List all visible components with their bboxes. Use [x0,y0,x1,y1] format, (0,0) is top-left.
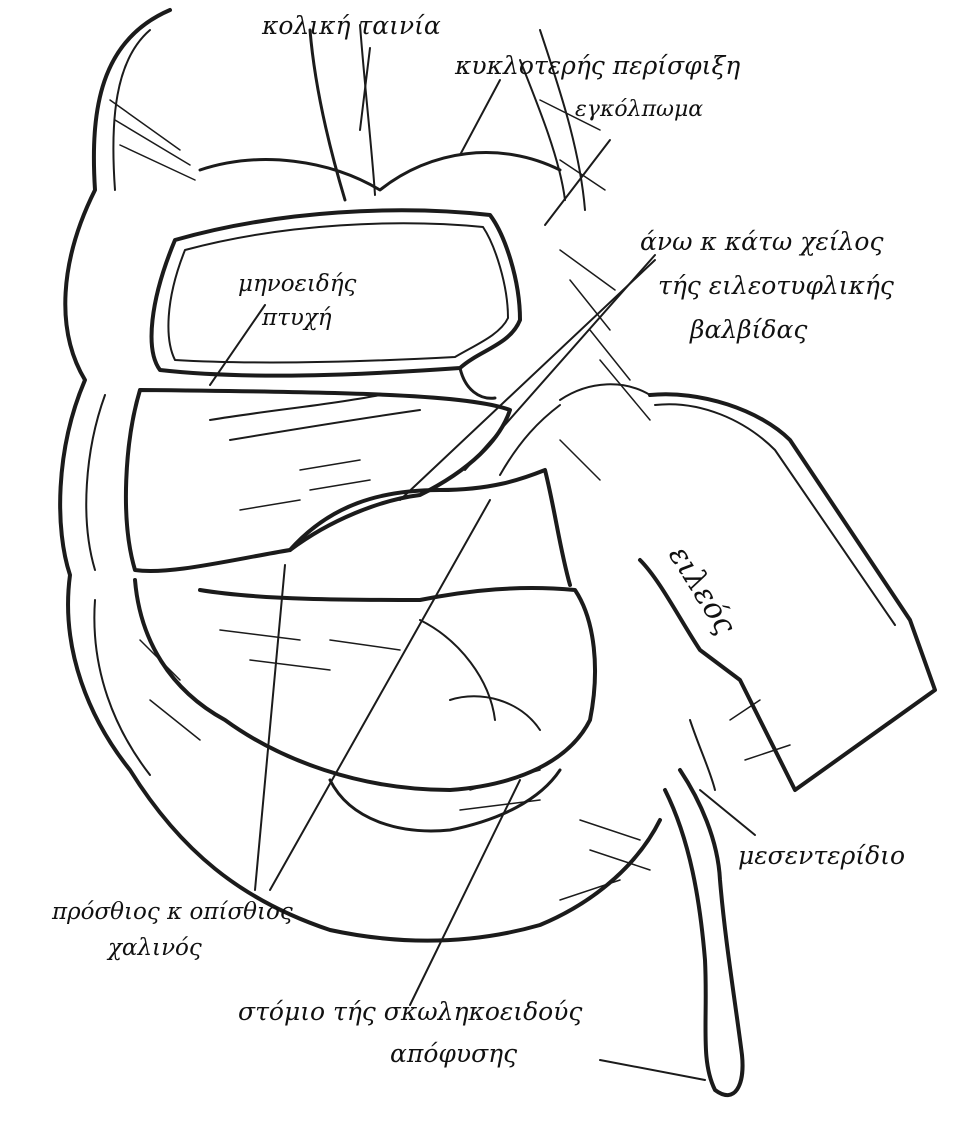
ileocecal-valve [290,470,570,585]
label-stomio-line1: στόμιο τής σκωληκοειδούς [238,998,582,1026]
leader-apofysis [600,1060,705,1080]
leader-chalinos-2 [270,500,490,890]
label-ano-kato-line3: βαλβίδας [690,316,807,344]
colic-band [310,30,345,200]
label-minoeides-line2: πτυχή [262,306,332,331]
leader-stomio [410,780,520,1005]
middle-haustrum [126,390,510,571]
leader-periesfixi [460,80,500,155]
label-stomio-line2: απόφυσης [390,1040,517,1068]
lower-haustrum [135,580,595,790]
label-chalinos-line2: χαλινός [108,936,202,961]
leader-minoeides [210,305,265,385]
label-minoeides-line1: μηνοειδής [238,272,356,297]
appendix [665,770,743,1095]
label-chalinos-line1: πρόσθιος κ οπίσθιος [52,900,293,925]
leader-chalinos-1 [255,565,285,890]
label-koliki-tainia: κολική ταινία [262,12,441,40]
label-ano-kato-line1: άνω κ κάτω χείλος [640,228,883,256]
cecum-outer-wall [60,10,660,941]
label-ano-kato-line2: τής ειλεοτυφλικής [658,272,894,300]
label-kyklotereis-periesfixi: κυκλοτερής περίσφιξη [455,52,740,80]
label-enkolpoma: εγκόλπωμα [575,98,703,122]
label-mesenteridio: μεσεντερίδιο [738,842,905,870]
